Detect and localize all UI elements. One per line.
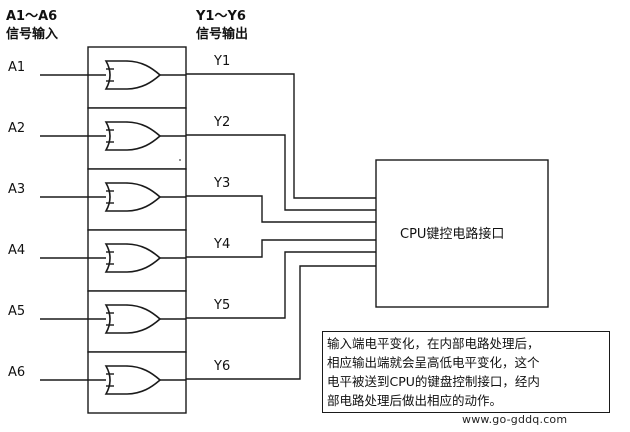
output-wire	[160, 73, 376, 199]
note-line: 电平被送到CPU的键盘控制接口，经内	[327, 374, 540, 389]
logic-gate-symbol	[104, 60, 162, 90]
logic-gate-symbol	[104, 304, 162, 334]
logic-gate-symbol	[104, 365, 162, 395]
input-label: A5	[8, 304, 25, 319]
explanation-note: 输入端电平变化，在内部电路处理后， 相应输出端就会呈高低电平变化，这个 电平被送…	[322, 331, 610, 413]
cpu-interface-box	[375, 159, 549, 308]
output-label: Y4	[213, 237, 230, 252]
output-label: Y1	[213, 54, 230, 69]
output-label: Y6	[213, 359, 230, 374]
output-wire	[160, 265, 376, 381]
note-line: 部电路处理后做出相应的动作。	[327, 393, 503, 408]
output-wire	[160, 134, 376, 211]
input-title-label: 信号输入	[6, 26, 58, 42]
watermark: www.go-gddq.com	[462, 413, 568, 426]
noise-dot	[179, 159, 181, 161]
input-label: A2	[8, 121, 25, 136]
output-wire	[160, 251, 376, 320]
logic-gate-symbol	[104, 243, 162, 273]
gate-box	[87, 46, 187, 109]
output-title-label: 信号输出	[196, 26, 248, 42]
cpu-interface-label: CPU键控电路接口	[400, 226, 504, 242]
output-label: Y2	[213, 115, 230, 130]
logic-gate-symbol	[104, 121, 162, 151]
input-label: A1	[8, 60, 25, 75]
output-wire	[160, 239, 376, 259]
note-line: 输入端电平变化，在内部电路处理后，	[327, 336, 540, 351]
gate-box	[87, 107, 187, 170]
note-line: 相应输出端就会呈高低电平变化，这个	[327, 355, 540, 370]
input-label: A3	[8, 182, 25, 197]
output-label: Y3	[213, 176, 230, 191]
gate-box	[87, 351, 187, 414]
output-range-label: Y1～Y6	[195, 9, 246, 24]
output-label: Y5	[213, 298, 230, 313]
gate-box	[87, 290, 187, 353]
input-range-label: A1～A6	[6, 9, 57, 24]
logic-gate-symbol	[104, 182, 162, 212]
output-wire	[160, 195, 376, 223]
input-label: A4	[8, 243, 25, 258]
gate-box	[87, 229, 187, 292]
gate-box	[87, 168, 187, 231]
input-label: A6	[8, 365, 25, 380]
